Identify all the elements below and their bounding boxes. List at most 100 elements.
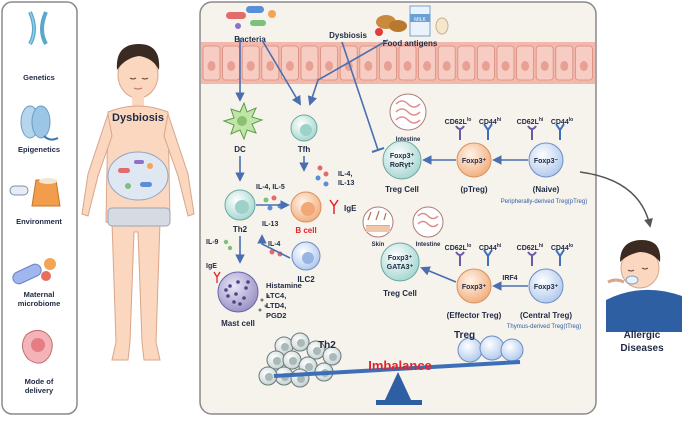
marker-label: CD44lo <box>551 117 573 126</box>
marker-label: CD62Llo <box>445 243 472 252</box>
tfh-cell <box>290 114 318 142</box>
naive-foxp3: Foxp3⁻ <box>534 158 559 165</box>
epithelial-nucleus <box>462 61 471 71</box>
arrow-bacteria-tfh <box>261 39 301 106</box>
th2-cluster-nucleus <box>281 343 289 351</box>
ptreg-caption: Peripherally-derived Treg(pTreg) <box>501 199 587 205</box>
epithelial-nucleus <box>481 61 490 71</box>
dna-chromosome-icon <box>28 11 48 45</box>
tfh-cytokine-label-2: IL-13 <box>338 180 354 187</box>
mast-granule <box>224 288 228 292</box>
arrow-food-tfh <box>307 39 389 106</box>
treg-roryt-roryt: RoRγt⁺ <box>390 162 415 169</box>
gut-microbiome-icon <box>107 151 169 201</box>
balance-scale-icon <box>273 360 521 405</box>
ptreg-foxp3: Foxp3⁺ <box>462 158 487 165</box>
th2-cluster-nucleus <box>305 363 313 371</box>
intestine-label-2: Intestine <box>416 242 441 248</box>
inhibit-dysbiosis-treg <box>341 41 379 151</box>
left-item-label: Epigenetics <box>18 145 60 154</box>
treg-cell-cluster <box>457 335 524 363</box>
dc-cell <box>222 101 264 141</box>
receptor-icons-lower <box>455 249 565 266</box>
th2-cluster-nucleus <box>289 357 297 365</box>
ige-bcell-label: IgE <box>344 204 357 213</box>
naive-cell <box>528 142 564 178</box>
left-item-label: microbiome <box>18 299 61 308</box>
pregnancy-icon <box>22 329 53 364</box>
arrow-effector-treg <box>420 266 457 283</box>
receptor-icons-upper <box>455 123 565 140</box>
mast-cell <box>217 271 259 313</box>
dc-label: DC <box>234 145 246 154</box>
epithelial-nucleus <box>266 61 275 71</box>
central-foxp3: Foxp3⁺ <box>534 284 559 291</box>
epithelial-nucleus <box>423 61 432 71</box>
mast-granule <box>232 300 236 304</box>
left-item-label: Maternal <box>24 290 55 299</box>
allergic-label-1: Allergic <box>624 330 661 341</box>
ttreg-caption: Thymus-derived Treg(tTreg) <box>507 324 581 330</box>
arrow-to-allergic <box>579 171 653 228</box>
marker-label: CD62Lhi <box>517 117 544 126</box>
b-cell-label: B cell <box>295 226 316 235</box>
epithelial-nucleus <box>227 61 236 71</box>
epithelial-nucleus <box>403 61 412 71</box>
mediator-label: LTC4, <box>266 291 286 300</box>
tfh-cytokine-dots <box>315 165 329 187</box>
central-treg-label: (Central Treg) <box>520 311 572 320</box>
epithelial-nucleus <box>501 61 510 71</box>
imbalance-label: Imbalance <box>368 358 432 373</box>
microbe-icon <box>12 258 56 285</box>
il9-dots <box>223 239 233 251</box>
bacteria-icon <box>226 6 276 29</box>
effector-treg-cell <box>456 268 492 304</box>
effector-foxp3: Foxp3⁺ <box>462 284 487 291</box>
epithelial-nucleus <box>383 61 392 71</box>
epithelial-nucleus <box>207 61 216 71</box>
th2-cluster-nucleus <box>329 353 337 361</box>
inhibit-bar <box>371 147 385 153</box>
treg-gata3-gata3: GATA3⁺ <box>387 264 414 271</box>
mast-granule <box>244 286 248 290</box>
left-panel <box>1 1 78 415</box>
il9-label: IL-9 <box>206 239 219 246</box>
epithelial-nucleus <box>560 61 569 71</box>
milk-label: MILK <box>414 17 426 23</box>
treg-roryt-foxp3: Foxp3⁺ <box>390 153 415 160</box>
central-treg-cell <box>528 268 564 304</box>
sick-child-icon <box>606 240 682 332</box>
mast-granule <box>228 284 232 288</box>
skin-icon <box>362 206 394 238</box>
mast-granule <box>242 296 246 300</box>
effector-treg-label: (Effector Treg) <box>447 311 502 320</box>
th2-cluster-nucleus <box>265 373 273 381</box>
epithelial-nucleus <box>325 61 334 71</box>
skin-label: Skin <box>372 242 385 248</box>
mast-granule <box>238 302 242 306</box>
dna-spool-icon <box>20 105 59 141</box>
epithelial-nucleus <box>246 61 255 71</box>
epithelial-nucleus <box>442 61 451 71</box>
tfh-cytokine-label-1: IL-4, <box>338 171 352 178</box>
th2-cluster-nucleus <box>273 357 281 365</box>
ptreg-label: (pTreg) <box>460 185 487 194</box>
mediator-dots <box>258 294 270 312</box>
food-antigens-label: Food antigens <box>383 39 438 48</box>
th2-cytokine-label: IL-4, IL-5 <box>256 184 285 191</box>
th2-label: Th2 <box>233 225 248 234</box>
mast-granule <box>236 280 240 284</box>
treg-gata3-cell <box>380 242 420 282</box>
marker-label: CD62Llo <box>445 117 472 126</box>
balance-treg-label: Treg <box>454 330 475 341</box>
marker-label: CD62Lhi <box>517 243 544 252</box>
child-dysbiosis-label: Dysbiosis <box>112 112 164 124</box>
balance-th2-label: Th2 <box>318 340 336 351</box>
th2-cluster-nucleus <box>297 339 305 347</box>
left-item-label: Genetics <box>23 73 55 82</box>
ige-mast-icon <box>213 271 221 283</box>
mast-granule <box>226 294 230 298</box>
th2-cluster-nucleus <box>297 375 305 383</box>
